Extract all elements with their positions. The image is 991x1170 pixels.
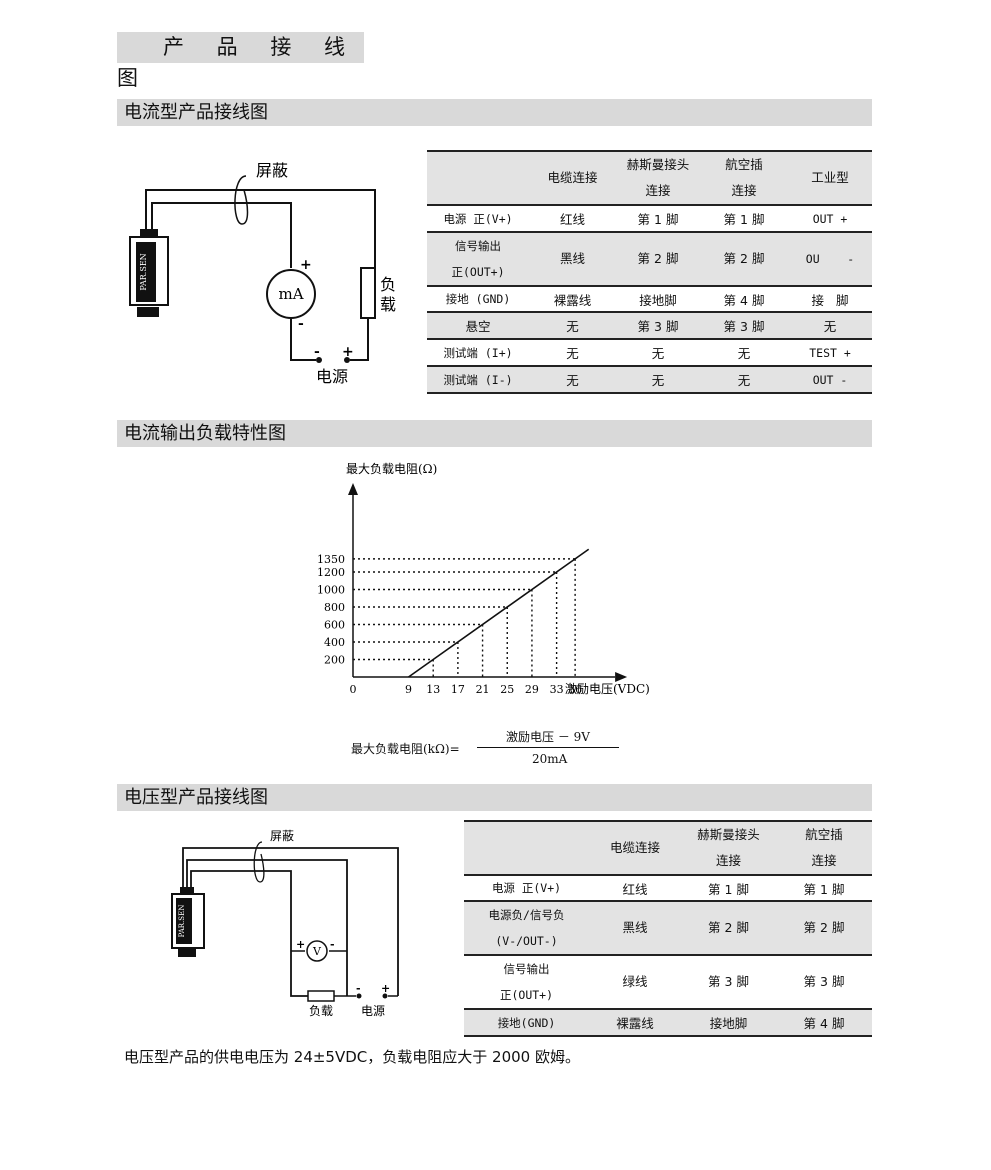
load-characteristic-chart: 最大负载电阻(Ω) 激励电压(VDC) 200 400 600 800 1000 1200… [317, 462, 650, 696]
table-row: 信号输出 正(OUT+) 绿线 第 3 脚 第 3 脚 [464, 955, 872, 1010]
table-row: 悬空 无 第 3 脚 第 3 脚 无 [427, 312, 872, 340]
x-tick-label-9: 9 [405, 683, 412, 696]
table-header: 电缆连接 赫斯曼接头 连接 航空插 连接 [464, 820, 872, 876]
current-wiring-table: 电缆连接 赫斯曼接头 连接 航空插 连接 工业型 电源 正(V+) 红线 第 1… [427, 150, 872, 394]
power-label: 电源 [361, 1004, 385, 1018]
table-row: 测试端 (I+) 无 无 无 TEST + [427, 339, 872, 367]
x-tick-label-29: 29 [525, 683, 539, 696]
section-current-wiring: 电流型产品接线图 [117, 99, 872, 126]
section-load-chart: 电流输出负载特性图 [117, 420, 872, 447]
sensor-brand-label: PAR.SEN [139, 253, 148, 290]
formula-fraction-bar [477, 747, 619, 748]
formula-numerator: 激励电压 － 9V [506, 730, 590, 744]
ma-meter-label: mA [278, 285, 303, 303]
x-tick-label-17: 17 [451, 683, 465, 696]
power-label: 电源 [316, 367, 348, 386]
footer-note: 电压型产品的供电电压为 24±5VDC，负载电阻应大于 2000 欧姆。 [124, 1048, 580, 1066]
y-tick-label-1000: 1000 [317, 584, 345, 597]
x-tick-label-36: 36 [568, 683, 582, 696]
svg-text:+: + [381, 982, 390, 995]
load-label-2: 载 [380, 295, 396, 314]
svg-text:-: - [314, 344, 320, 360]
table-row: 电源 正(V+) 红线 第 1 脚 第 1 脚 OUT + [427, 205, 872, 233]
svg-text:+: + [296, 938, 305, 951]
x-tick-label-13: 13 [426, 683, 440, 696]
y-tick-label-600: 600 [324, 619, 345, 632]
y-tick-label-1200: 1200 [317, 566, 345, 579]
voltmeter-icon [306, 940, 328, 962]
load-label-1: 负 [380, 275, 396, 294]
voltage-wiring-table: 电缆连接 赫斯曼接头 连接 航空插 连接 电源 正(V+) 红线 第 1 脚 第… [464, 820, 872, 1037]
svg-text:-: - [356, 982, 361, 995]
x-axis-arrow-icon [615, 672, 628, 682]
x-tick-label-21: 21 [476, 683, 490, 696]
y-axis-arrow-icon [348, 483, 358, 495]
chart-y-axis-label: 最大负载电阻(Ω) [346, 462, 437, 476]
table-row: 测试端 (I-) 无 无 无 OUT - [427, 366, 872, 394]
voltmeter-label: V [312, 945, 322, 958]
formula-denominator: 20mA [532, 752, 568, 766]
x-tick-label-25: 25 [500, 683, 514, 696]
y-tick-label-800: 800 [324, 601, 345, 614]
table-row: 信号输出 正(OUT+) 黑线 第 2 脚 第 2 脚 OU - [427, 232, 872, 287]
shield-label: 屏蔽 [256, 161, 288, 180]
table-row: 接地 (GND) 裸露线 接地脚 第 4 脚 接 脚 [427, 286, 872, 313]
shield-coil-icon [234, 175, 249, 225]
y-tick-label-400: 400 [324, 636, 345, 649]
table-header: 电缆连接 赫斯曼接头 连接 航空插 连接 工业型 [427, 150, 872, 206]
load-resistor-icon [307, 990, 335, 1002]
table-row: 电源 正(V+) 红线 第 1 脚 第 1 脚 [464, 875, 872, 902]
svg-text:-: - [298, 316, 304, 332]
table-row: 接地(GND) 裸露线 接地脚 第 4 脚 [464, 1009, 872, 1037]
svg-text:+: + [342, 344, 354, 360]
x-tick-label-33: 33 [550, 683, 564, 696]
table-row: 电源负/信号负 (V-/OUT-) 黑线 第 2 脚 第 2 脚 [464, 901, 872, 956]
y-tick-label-200: 200 [324, 654, 345, 667]
current-wiring-diagram: PAR.SEN 屏蔽 mA + - 负 载 - + 电源 [129, 161, 396, 386]
y-tick-label-1350: 1350 [317, 553, 345, 566]
svg-text:-: - [330, 938, 335, 951]
sensor-brand-label: PAR.SEN [178, 905, 186, 938]
load-label: 负载 [309, 1004, 333, 1018]
formula: 最大负载电阻(kΩ)= 激励电压 － 9V 20mA [351, 728, 631, 768]
section-voltage-wiring: 电压型产品接线图 [117, 784, 872, 811]
sensor-icon: PAR.SEN [129, 229, 169, 317]
shield-label: 屏蔽 [270, 829, 294, 843]
load-resistor-icon [360, 267, 376, 319]
voltage-wiring-diagram: 屏蔽 PAR.SEN V + - 负载 - + 电源 [171, 829, 399, 1018]
page-title: 产 品 接 线 图 [117, 32, 364, 90]
shield-coil-icon [253, 841, 265, 883]
sensor-icon: PAR.SEN [171, 887, 205, 957]
formula-left: 最大负载电阻(kΩ)= [351, 742, 460, 756]
chart-x-axis-label: 激励电压(VDC) [565, 682, 650, 696]
load-characteristic-line [408, 548, 590, 678]
x-tick-label-0: 0 [350, 683, 357, 696]
svg-text:+: + [300, 257, 312, 273]
